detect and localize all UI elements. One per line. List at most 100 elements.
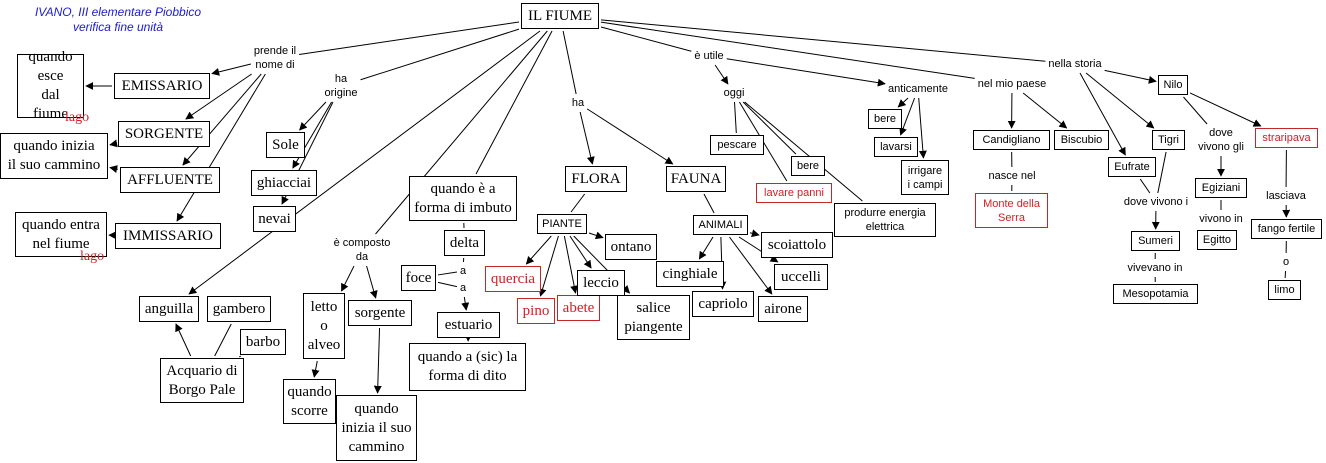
edge-acquario-gambero — [214, 323, 232, 357]
node-gambero[interactable]: gambero — [207, 296, 271, 322]
node-lavare-panni[interactable]: lavare panni — [756, 183, 832, 203]
link-nasce-nel: nasce nel — [987, 169, 1037, 183]
node-ontano[interactable]: ontano — [605, 234, 657, 260]
author-title: IVANO, III elementare Piobbico verifica … — [34, 5, 202, 34]
node-delta[interactable]: delta — [444, 230, 485, 256]
edge-fiume-ha_origine — [360, 28, 520, 81]
node-immissario[interactable]: IMMISSARIO — [115, 223, 221, 249]
node-animali[interactable]: ANIMALI — [693, 215, 748, 235]
node-limo[interactable]: limo — [1268, 280, 1301, 300]
node-uccelli[interactable]: uccelli — [774, 264, 828, 290]
node-nilo[interactable]: Nilo — [1158, 75, 1188, 95]
node-quercia[interactable]: quercia — [485, 266, 541, 292]
link-ha: ha — [570, 96, 586, 110]
link-lasciava: lasciava — [1265, 189, 1307, 203]
edge-nilo-straripava — [1189, 92, 1262, 127]
node-monte-della-serra[interactable]: Monte della Serra — [975, 193, 1048, 228]
node-sorgente-small[interactable]: sorgente — [348, 300, 412, 326]
node-bere-anticamente[interactable]: bere — [868, 109, 902, 129]
node-egiziani[interactable]: Egiziani — [1195, 178, 1247, 198]
node-irrigare-campi[interactable]: irrigare i campi — [901, 160, 949, 195]
node-forma-dito[interactable]: quando a (sic) la forma di dito — [409, 343, 526, 391]
node-flora[interactable]: FLORA — [565, 166, 627, 192]
edge-fiume-ha — [562, 30, 577, 95]
node-lavarsi[interactable]: lavarsi — [874, 137, 918, 157]
link-dove-vivono-gli: dove vivono gli — [1197, 126, 1245, 154]
node-barbo[interactable]: barbo — [240, 329, 286, 355]
node-nevai[interactable]: nevai — [253, 206, 296, 232]
edge-prende_nome-affluente — [182, 73, 262, 166]
node-ghiacciai[interactable]: ghiacciai — [251, 170, 317, 196]
node-quando-esce[interactable]: quando esce dal fiume — [17, 49, 84, 122]
edge-acquario-barbo — [238, 355, 242, 358]
node-pino[interactable]: pino — [517, 298, 555, 324]
edge-storia-tigri — [1085, 72, 1155, 129]
node-affluente[interactable]: AFFLUENTE — [120, 167, 220, 193]
node-cinghiale[interactable]: cinghiale — [656, 261, 724, 287]
edge-piante-quercia — [525, 235, 552, 265]
edge-sorgente1-quando_inizia1 — [109, 139, 118, 148]
edge-foce-a2 — [437, 281, 458, 288]
edge-ha_origine-sole — [299, 101, 327, 131]
node-scoiattolo[interactable]: scoiattolo — [761, 232, 833, 258]
node-pescare[interactable]: pescare — [710, 135, 764, 155]
edge-prende_nome-emissario — [211, 63, 252, 76]
node-sole[interactable]: Sole — [266, 132, 305, 158]
node-abete[interactable]: abete — [557, 295, 600, 321]
node-foce[interactable]: foce — [401, 265, 436, 291]
node-salice-piangente[interactable]: salice piangente — [617, 295, 690, 340]
node-fango-fertile[interactable]: fango fertile — [1251, 219, 1322, 239]
node-sorgente[interactable]: SORGENTE — [118, 121, 210, 147]
edge-storia-eufrate — [1079, 72, 1126, 156]
edge-composto-sorgente2 — [366, 265, 378, 299]
edge-piante-abete — [563, 235, 579, 294]
link-nella-storia: nella storia — [1047, 57, 1103, 71]
edge-fiume-anguilla — [188, 30, 541, 295]
edge-animali-cinghiale — [698, 236, 714, 260]
node-quando-inizia[interactable]: quando inizia il suo cammino — [0, 133, 108, 179]
node-leccio[interactable]: leccio — [577, 270, 625, 296]
node-anguilla[interactable]: anguilla — [139, 296, 199, 322]
node-emissario[interactable]: EMISSARIO — [114, 73, 210, 99]
node-piante[interactable]: PIANTE — [537, 214, 587, 234]
node-airone[interactable]: airone — [758, 296, 808, 322]
edge-composto-letto — [341, 265, 355, 292]
node-sumeri[interactable]: Sumeri — [1131, 231, 1180, 251]
edge-eufrate-dove_vivono_i — [1139, 178, 1151, 194]
node-straripava[interactable]: straripava — [1255, 128, 1318, 148]
link-a-delta: a — [458, 264, 468, 278]
stray-label-lago: lago — [80, 249, 105, 264]
node-produrre-energia[interactable]: produrre energia elettrica — [834, 203, 936, 237]
edge-animali-scoiattolo — [749, 229, 760, 238]
node-tigri[interactable]: Tigri — [1152, 130, 1185, 150]
edge-fiume-prende_nome — [299, 21, 520, 55]
node-quando-scorre[interactable]: quando scorre — [283, 379, 336, 424]
node-egitto[interactable]: Egitto — [1197, 230, 1237, 250]
link-e-composto-da: è composto da — [332, 236, 392, 264]
link-dove-vivono-i: dove vivono i — [1122, 195, 1190, 209]
node-forma-imbuto[interactable]: quando è a forma di imbuto — [409, 176, 517, 221]
link-nel-mio-paese: nel mio paese — [976, 77, 1048, 91]
node-candigliano[interactable]: Candigliano — [973, 130, 1050, 150]
node-eufrate[interactable]: Eufrate — [1108, 157, 1156, 177]
link-prende-il-nome-di: prende il nome di — [252, 44, 298, 72]
node-letto-alveo[interactable]: letto o alveo — [303, 293, 345, 359]
edge-anticamente-irrigare — [918, 97, 927, 159]
link-e-utile: è utile — [693, 49, 725, 63]
node-estuario[interactable]: estuario — [437, 312, 500, 338]
node-bere-oggi[interactable]: bere — [791, 156, 825, 176]
node-fauna[interactable]: FAUNA — [666, 166, 726, 192]
link-vivevano-in: vivevano in — [1126, 261, 1184, 275]
node-mesopotamia[interactable]: Mesopotamia — [1113, 284, 1198, 304]
node-biscubio[interactable]: Biscubio — [1054, 130, 1109, 150]
edge-anticamente-lavarsi — [899, 97, 916, 136]
node-quando-entra[interactable]: quando entra nel fiume — [15, 212, 107, 257]
link-vivono-in: vivono in — [1198, 212, 1244, 226]
node-quando-inizia-cammino[interactable]: quando inizia il suo cammino — [336, 395, 417, 461]
edge-storia-nilo — [1104, 69, 1157, 84]
link-o: o — [1281, 255, 1291, 269]
node-capriolo[interactable]: capriolo — [692, 291, 754, 317]
node-acquario-borgo-pale[interactable]: Acquario di Borgo Pale — [160, 358, 244, 403]
node-il-fiume[interactable]: IL FIUME — [521, 3, 599, 29]
